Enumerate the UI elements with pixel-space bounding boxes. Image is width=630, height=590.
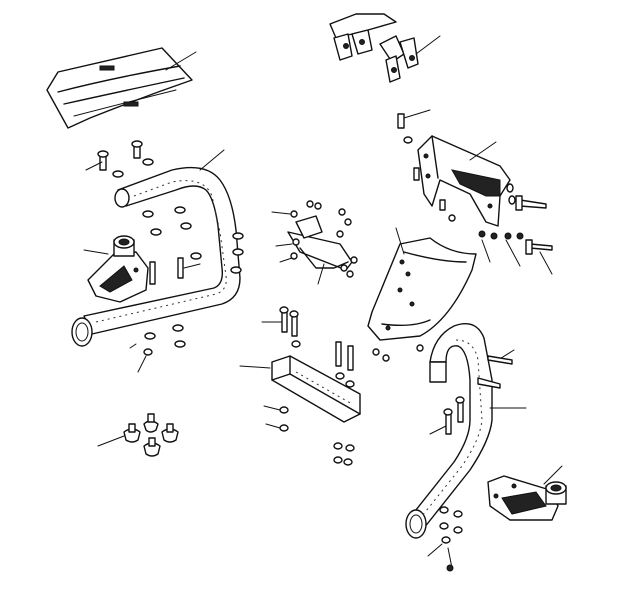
right-tube-frame <box>405 323 527 572</box>
center-crossbar <box>239 306 361 466</box>
center-linkage <box>271 200 358 285</box>
top-cover-plate <box>46 47 197 129</box>
left-tube-frame <box>71 149 241 347</box>
rubber-feet <box>97 413 179 457</box>
right-bolt-top <box>397 109 431 144</box>
left-mount-bracket <box>83 235 149 303</box>
left-bolts <box>85 140 244 373</box>
right-mount-bracket <box>487 465 567 521</box>
right-side-plate <box>413 135 553 275</box>
center-shield <box>367 227 477 362</box>
clamp-brackets <box>329 13 441 83</box>
